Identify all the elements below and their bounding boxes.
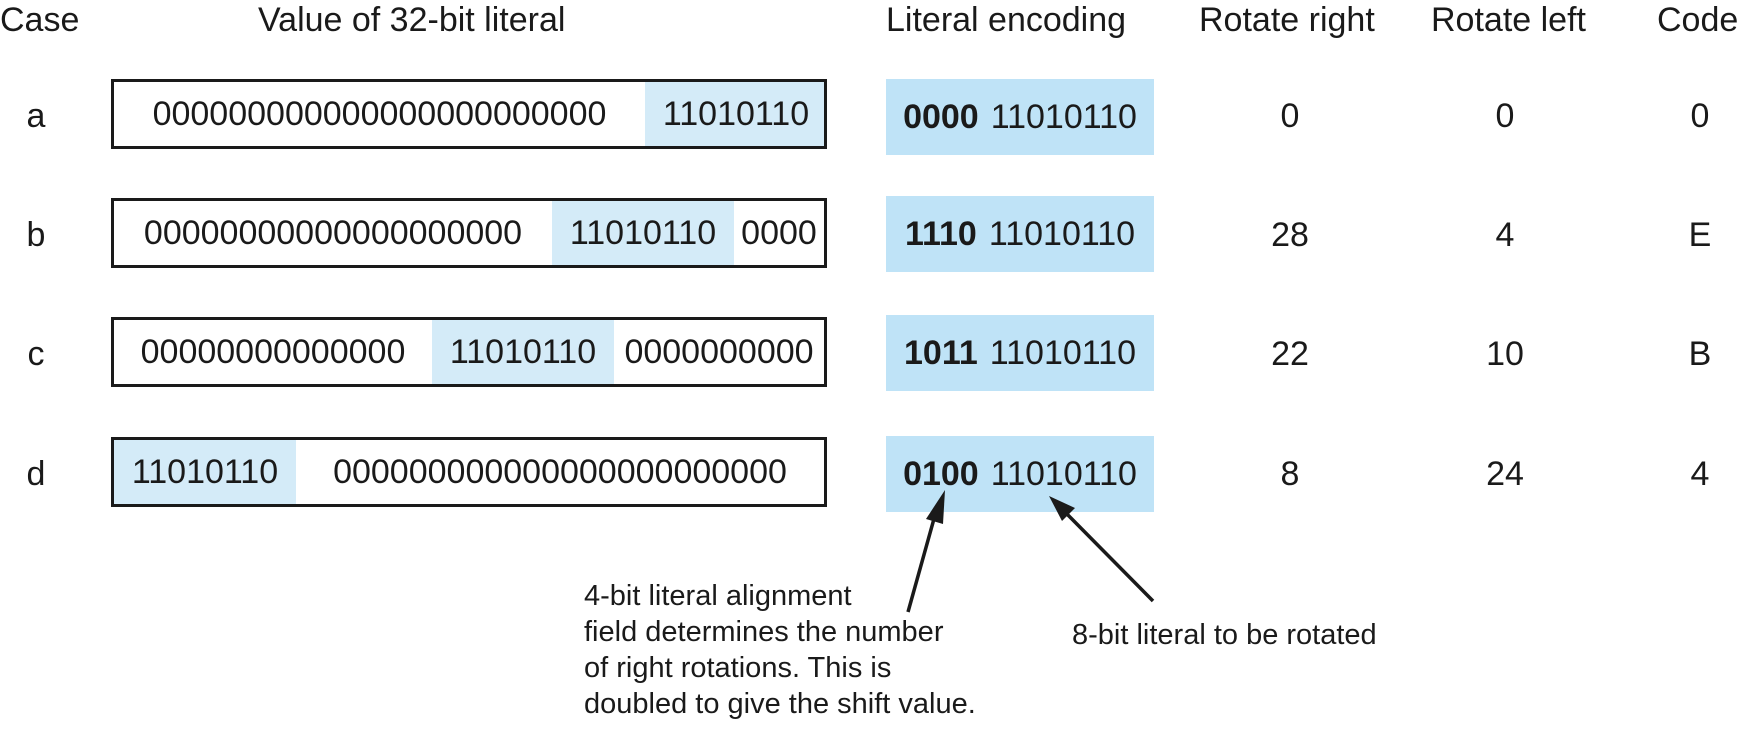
rotate-left-value: 24 [1486,455,1524,493]
code-value: E [1688,216,1712,254]
literal-bits: 11010110 [989,333,1136,372]
rotate-right-value: 28 [1271,216,1309,254]
literal-bits: 11010110 [990,454,1137,493]
zero-bits-segment: 0000 [741,213,817,252]
value-32bit-box: 11010110 000000000000000000000000 [111,437,827,507]
code-value: 0 [1690,97,1710,135]
alignment-bits: 1011 [904,333,978,372]
rotate-right-value: 0 [1280,97,1300,135]
header-code: Code [1657,1,1739,39]
literal-bits: 11010110 [990,97,1137,136]
rotate-left-value: 4 [1495,216,1515,254]
code-value: 4 [1690,455,1710,493]
literal-bits-segment: 11010110 [645,82,824,146]
rotate-left-value: 10 [1486,335,1524,373]
case-label: d [26,455,46,493]
alignment-bits: 1110 [904,214,977,253]
literal-encoding: 0000 11010110 [886,79,1154,155]
literal-encoding: 1110 11010110 [886,196,1154,272]
zero-bits-segment: 000000000000000000000000 [152,94,607,133]
header-value: Value of 32-bit literal [258,1,566,39]
alignment-arrowhead [926,490,945,524]
literal-note: 8-bit literal to be rotated [1072,619,1377,651]
header-rotate-right: Rotate right [1199,1,1375,39]
value-32bit-box: 00000000000000 11010110 0000000000 [111,317,827,387]
alignment-arrow [906,507,939,613]
rotate-left-value: 0 [1495,97,1515,135]
header-case: Case [0,1,80,39]
alignment-note-line: of right rotations. This is [584,652,892,684]
value-32bit-box: 000000000000000000000000 11010110 [111,79,827,149]
header-literal-encoding: Literal encoding [886,1,1127,39]
literal-bits-segment: 11010110 [432,320,614,384]
zero-bits-segment: 0000000000 [624,332,814,371]
alignment-bits: 0100 [903,454,979,493]
literal-arrowhead [1049,496,1075,521]
case-label: c [27,335,45,373]
case-label: a [26,97,46,135]
alignment-note-line: 4-bit literal alignment [584,580,852,612]
rotate-right-value: 22 [1271,335,1309,373]
code-value: B [1688,335,1712,373]
rotate-right-value: 8 [1280,455,1300,493]
literal-bits-segment: 11010110 [114,440,296,504]
zero-bits-segment: 000000000000000000000000 [333,452,787,491]
literal-encoding: 0100 11010110 [886,436,1154,512]
alignment-bits: 0000 [903,97,979,136]
literal-arrow [1061,508,1155,603]
literal-bits-segment: 11010110 [552,201,734,265]
literal-bits: 11010110 [988,214,1136,253]
literal-encoding: 1011 11010110 [886,315,1154,391]
alignment-note-line: field determines the number [584,616,944,648]
alignment-note-line: doubled to give the shift value. [584,688,976,720]
zero-bits-segment: 00000000000000 [140,332,406,371]
value-32bit-box: 00000000000000000000 11010110 0000 [111,198,827,268]
case-label: b [26,216,46,254]
header-rotate-left: Rotate left [1431,1,1586,39]
zero-bits-segment: 00000000000000000000 [143,213,523,252]
